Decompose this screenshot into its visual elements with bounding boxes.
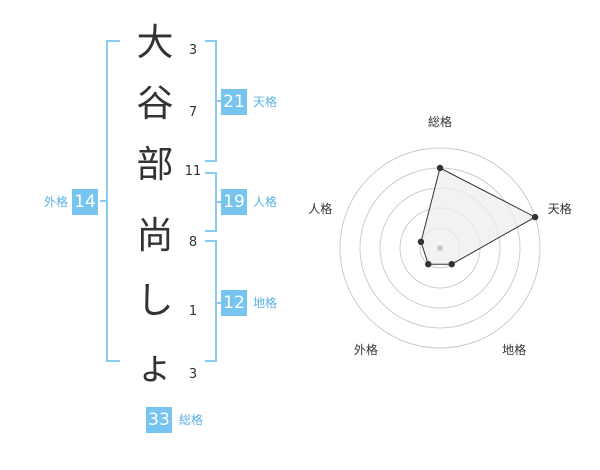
radar-point-2 bbox=[531, 213, 539, 221]
gaikaku-bracket-tick bbox=[100, 200, 108, 202]
radar-point-4 bbox=[425, 260, 432, 268]
tenkaku-value-badge: 21 bbox=[221, 89, 247, 115]
stroke-count-1: 3 bbox=[188, 43, 198, 58]
chikaku-bracket-tick bbox=[215, 302, 222, 304]
stroke-count-4: 8 bbox=[188, 235, 198, 250]
radar-ring-5 bbox=[339, 147, 541, 349]
radar-axis-label-2: 天格 bbox=[548, 201, 572, 216]
radar-center-point bbox=[437, 245, 443, 251]
radar-area bbox=[420, 167, 537, 265]
stroke-count-5: 1 bbox=[188, 304, 198, 319]
radar-axis-label-5: 人格 bbox=[308, 201, 332, 216]
jinkaku-label: 人格 bbox=[253, 195, 278, 209]
stroke-count-2: 7 bbox=[188, 105, 198, 120]
radar-point-3 bbox=[448, 260, 455, 268]
chikaku-label: 地格 bbox=[253, 296, 278, 310]
radar-axis-label-4: 外格 bbox=[354, 342, 378, 357]
radar-point-5 bbox=[417, 238, 425, 246]
gaikaku-value-badge: 14 bbox=[72, 189, 98, 215]
gaikaku-label: 外格 bbox=[43, 195, 68, 209]
chikaku-value-badge: 12 bbox=[221, 290, 247, 316]
jinkaku-value-badge: 19 bbox=[221, 189, 247, 215]
soukaku-value-badge: 33 bbox=[146, 407, 172, 433]
name-char-3: 部 bbox=[136, 143, 174, 186]
tenkaku-label: 天格 bbox=[253, 95, 278, 109]
soukaku-label: 総格 bbox=[179, 413, 204, 427]
name-char-4: 尚 bbox=[136, 214, 174, 257]
name-char-6: ょ bbox=[136, 345, 174, 388]
radar-axis-label-3: 地格 bbox=[502, 342, 526, 357]
radar-point-1 bbox=[436, 164, 444, 172]
tenkaku-bracket-tick bbox=[215, 100, 222, 102]
jinkaku-bracket-tick bbox=[215, 201, 222, 203]
stroke-count-3: 11 bbox=[184, 164, 202, 179]
name-char-1: 大 bbox=[136, 21, 174, 64]
name-char-2: 谷 bbox=[136, 82, 174, 125]
stroke-count-6: 3 bbox=[188, 367, 198, 382]
name-char-5: し bbox=[136, 279, 174, 322]
radar-axis-label-1: 総格 bbox=[428, 114, 452, 129]
chikaku-bracket bbox=[205, 240, 217, 362]
